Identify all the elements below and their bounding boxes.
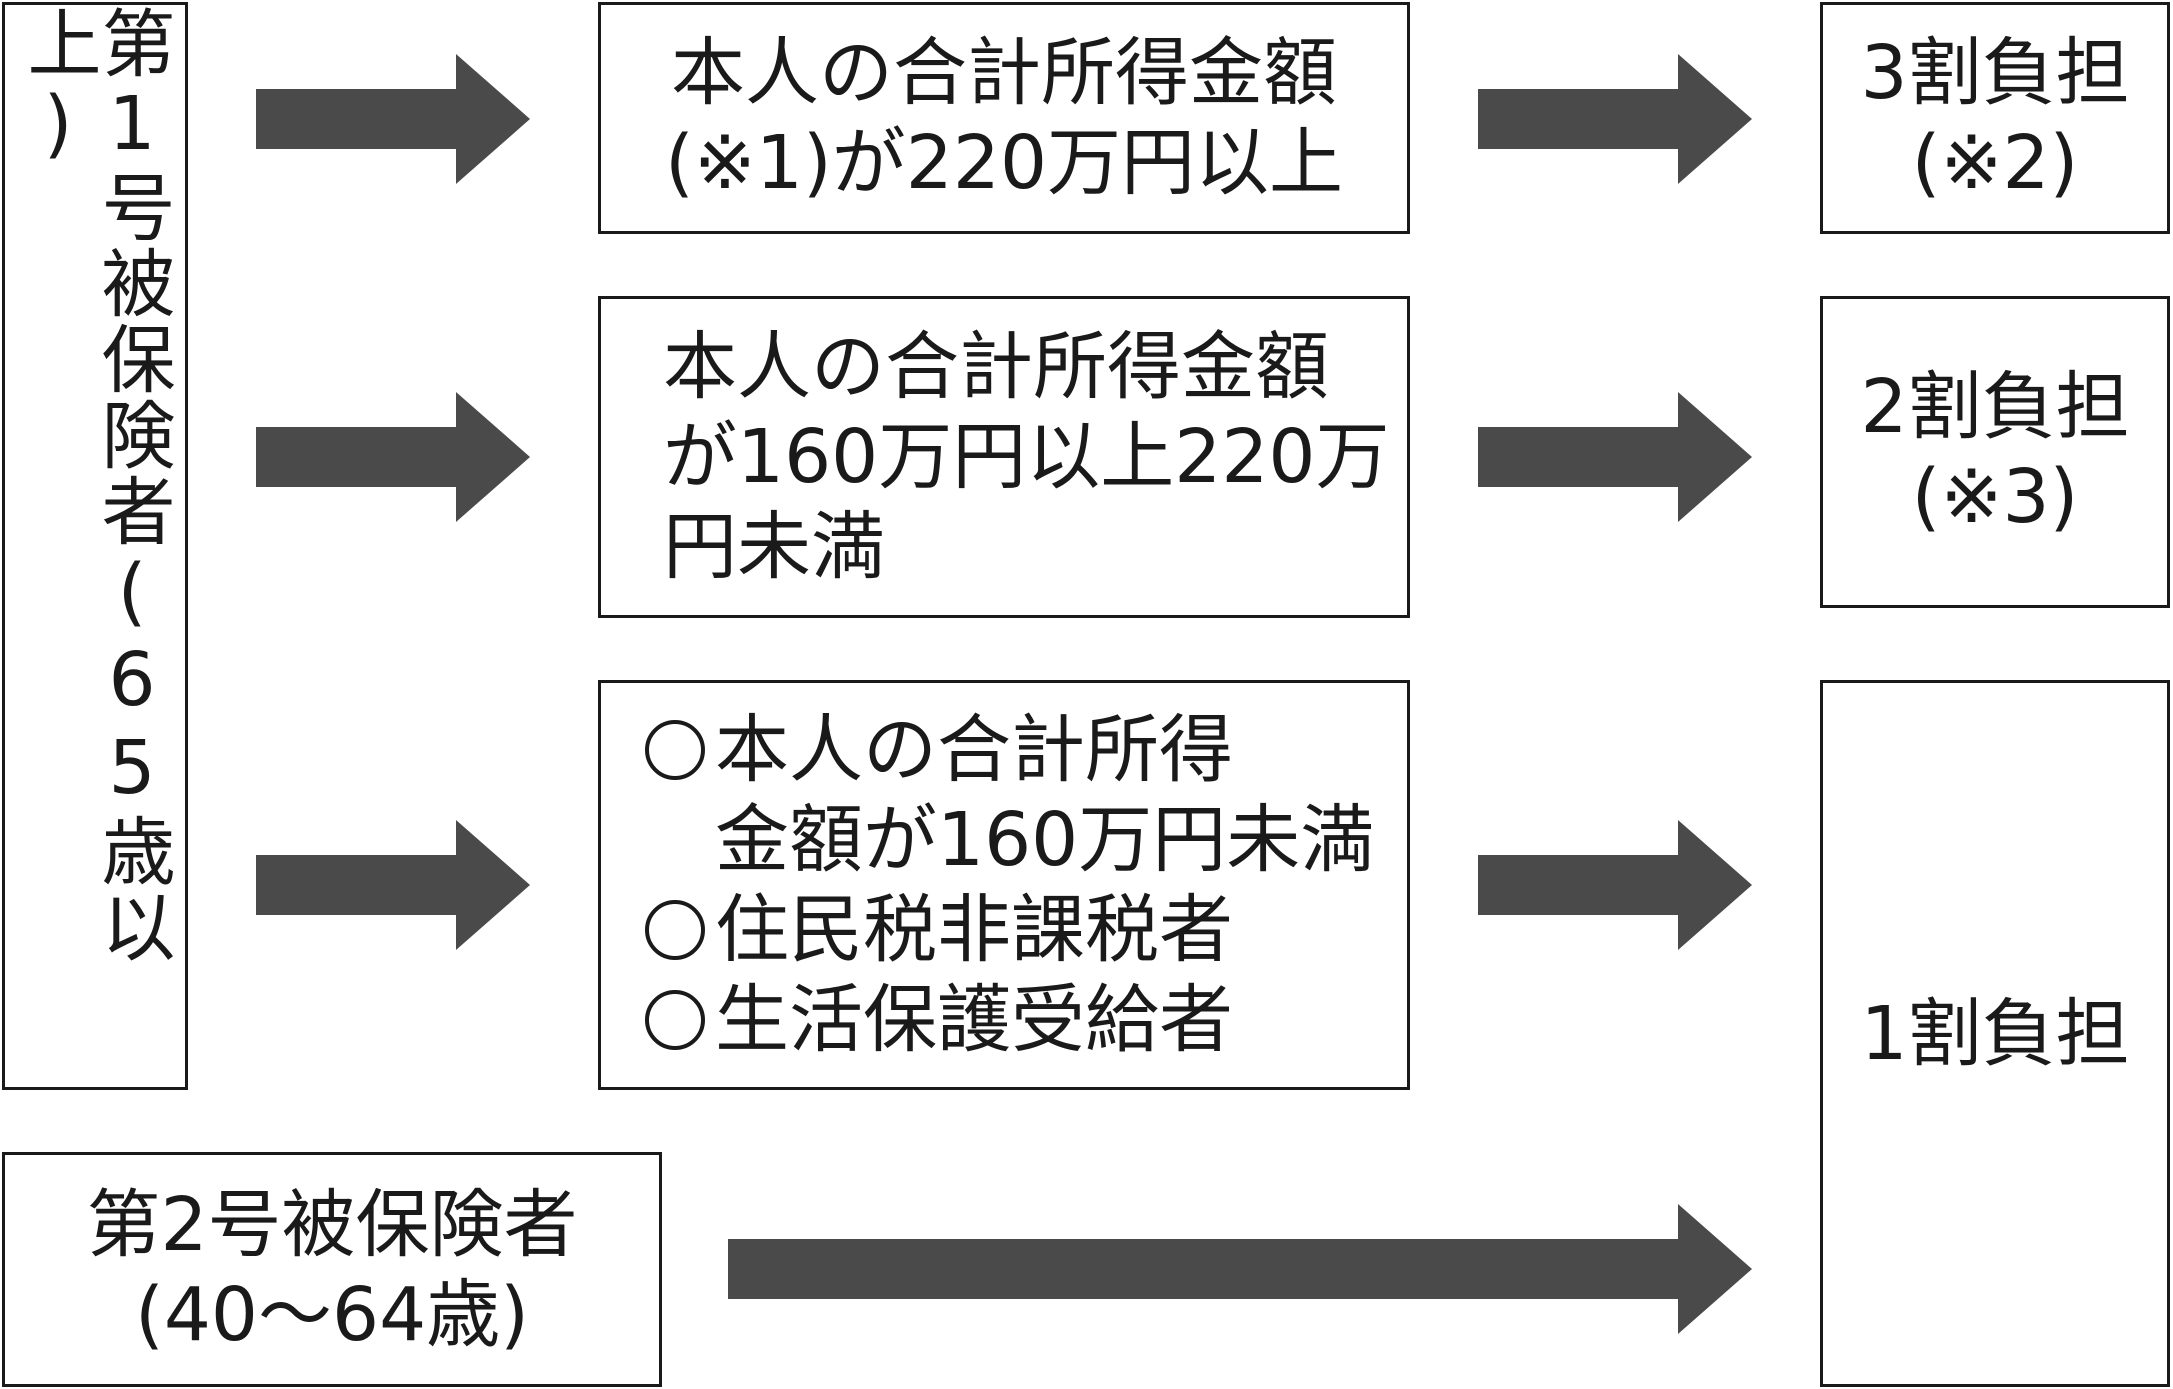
second-insured-line1: 第2号被保険者: [86, 1181, 578, 1268]
condition-item-income-under-160: 本人の合計所得: [645, 705, 1233, 795]
right-arrow-icon: [1478, 820, 1752, 950]
condition-item2-line1: 住民税非課税者: [715, 887, 1233, 973]
right-arrow-icon: [256, 820, 530, 950]
condition-row1-line2: (※1)が220万円以上: [664, 120, 1344, 206]
circle-bullet-icon: [645, 990, 705, 1050]
right-arrow-icon: [1478, 392, 1752, 522]
condition-item1-line1: 本人の合計所得: [715, 707, 1233, 793]
condition-box-income-220: 本人の合計所得金額 (※1)が220万円以上: [598, 2, 1410, 234]
circle-bullet-icon: [645, 900, 705, 960]
condition-item1-line2: 金額が160万円未満: [715, 797, 1375, 883]
right-arrow-icon: [256, 392, 530, 522]
condition-item-tax-exempt: 住民税非課税者: [645, 885, 1233, 975]
first-insured-label: 第1号被保険者(65歳以上): [15, 5, 175, 965]
second-insured-line2: (40〜64歳): [134, 1271, 530, 1358]
first-insured-box: 第1号被保険者(65歳以上): [2, 2, 188, 1090]
condition-row2-line3: 円未満: [663, 504, 885, 590]
condition-row2-line1: 本人の合計所得金額: [663, 324, 1329, 410]
condition-row2-line2: が160万円以上220万: [663, 414, 1390, 500]
condition-box-low-income: 本人の合計所得 金額が160万円未満 住民税非課税者 生活保護受給者: [598, 680, 1410, 1090]
right-arrow-icon: [256, 54, 530, 184]
second-insured-box: 第2号被保険者 (40〜64歳): [2, 1152, 662, 1387]
result-row1-line1: 3割負担: [1860, 30, 2130, 116]
right-arrow-icon: [728, 1204, 1752, 1334]
result-row2-line1: 2割負担: [1860, 364, 2130, 450]
result-row3-line1: 1割負担: [1860, 990, 2130, 1077]
condition-row1-line1: 本人の合計所得金額: [671, 30, 1337, 116]
result-box-20-percent: 2割負担 (※3): [1820, 296, 2170, 608]
result-row2-line2: (※3): [1911, 454, 2079, 540]
result-box-10-percent: 1割負担: [1820, 680, 2170, 1387]
right-arrow-icon: [1478, 54, 1752, 184]
condition-item1-continuation: 金額が160万円未満: [645, 795, 1374, 885]
result-box-30-percent: 3割負担 (※2): [1820, 2, 2170, 234]
condition-item3-line1: 生活保護受給者: [715, 977, 1233, 1063]
result-row1-line2: (※2): [1911, 120, 2079, 206]
circle-bullet-icon: [645, 720, 705, 780]
condition-item-welfare: 生活保護受給者: [645, 975, 1233, 1065]
condition-box-income-160-220: 本人の合計所得金額 が160万円以上220万 円未満: [598, 296, 1410, 618]
